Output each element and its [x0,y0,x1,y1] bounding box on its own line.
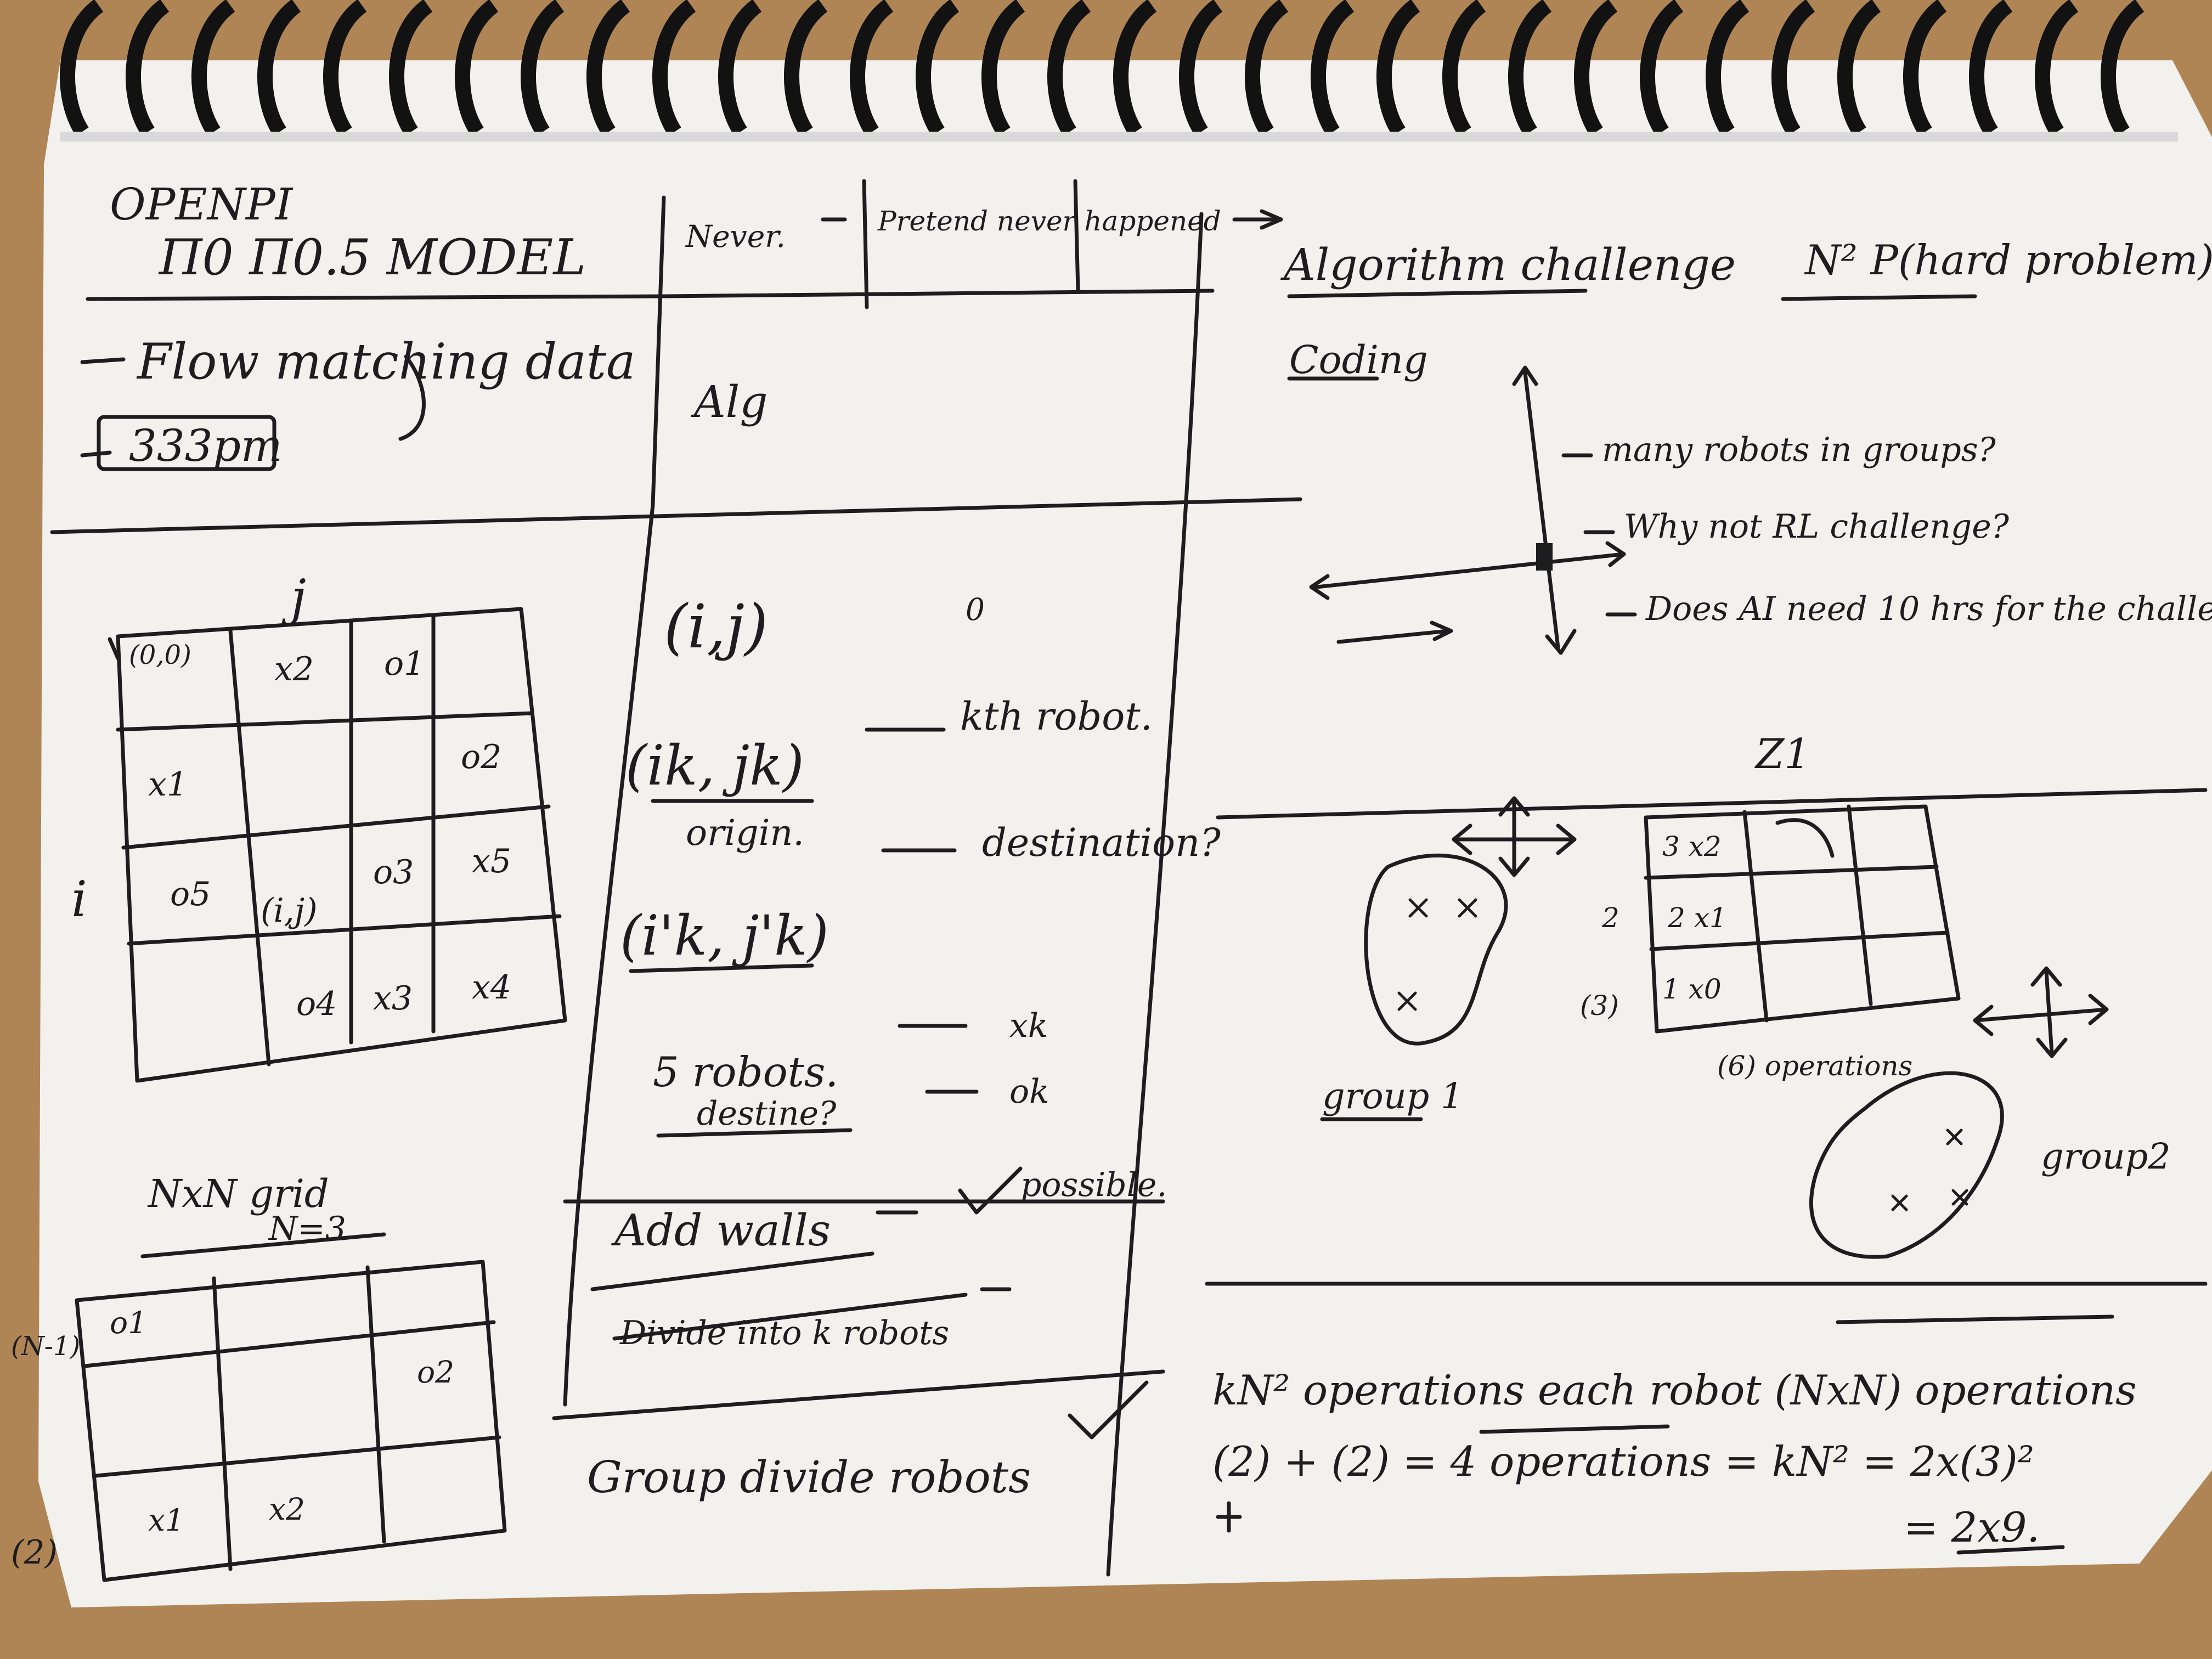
spiral-binding [60,0,2178,142]
formula-line-3: = 2x9. [1904,1503,2040,1551]
small-grid-cell-3: 1 x0 [1662,973,1722,1005]
grid-1: j i (0,0) x2 o1 x1 o2 o5 (i,j) o3 x5 o4 … [71,569,567,1083]
question-2: Why not RL challenge? [1624,507,2010,546]
add-walls-text: Add walls [611,1205,831,1256]
origin-text: origin. [686,812,804,854]
grid1-cell-origin: (0,0) [129,640,191,670]
ok-text: ok [1009,1073,1049,1111]
grid2-cell-x2: x2 [269,1492,305,1527]
divide-struck-text: Divide into k robots [619,1314,949,1352]
kth-robot-text: kth robot. [960,694,1153,739]
flow-matching-text: Flow matching data [136,333,636,391]
page-dividers [50,195,2208,1577]
grid1-cell-x2: x2 [274,650,314,689]
grid1-cell-x5: x5 [472,842,511,881]
grid-2: NxN grid N=3 (N-1) (2) o1 o2 x1 x2 [11,1171,507,1582]
formula-line-1: kN² operations each robot (NxN) operatio… [1212,1366,2137,1414]
small-grid-cell-2: 2 x1 [1667,902,1727,934]
grid2-cell-o1: o1 [110,1305,147,1340]
middle-column: Never. Pretend never happened Alg (i,j) … [587,179,1221,1503]
ikjk-prime-text: (i'k, j'k) [620,904,829,968]
z1-text: Z1 [1754,730,1810,778]
grid1-cell-o4: o4 [296,985,337,1023]
grid2-subtitle: N=3 [268,1210,346,1248]
coding-text: Coding [1289,337,1428,382]
algo-challenge-text: Algorithm challenge [1280,239,1736,290]
ikjk-text: (ik, jk) [625,733,804,798]
zero-text: 0 [966,592,985,627]
grid1-cell-o3: o3 [373,853,414,891]
formula-line-2: (2) + (2) = 4 operations = kN² = 2x(3)² [1212,1437,2034,1486]
grid2-side-top: (N-1) [11,1331,80,1362]
left-header: OPENPI Π0 Π0.5 MODEL Flow matching data … [80,179,636,471]
group2-label: group2 [2041,1136,2171,1177]
small-grid-side-3: (3) [1580,990,1619,1022]
grid1-cell-o5: o5 [170,875,211,913]
grid1-cell-x1: x1 [148,765,188,804]
title-models: Π0 Π0.5 MODEL [158,229,586,286]
grid1-row-label: i [71,871,87,928]
ij-text: (i,j) [664,591,768,662]
group1-label: group 1 [1322,1076,1463,1117]
grid2-side-bottom: (2) [11,1533,58,1572]
grid1-cell-x3: x3 [373,979,413,1018]
title-openpi: OPENPI [110,179,294,230]
destination-text: destination? [982,820,1221,865]
question-3: Does AI need 10 hrs for the challenge? [1645,590,2212,628]
robots-text: 5 robots. [653,1048,838,1096]
grid1-cell-o2: o2 [461,738,501,776]
bottom-formulas: kN² operations each robot (NxN) operatio… [1212,1314,2137,1555]
notebook-page [38,60,2212,1607]
possible-text: possible. [1020,1166,1167,1204]
operations-count: (6) operations [1717,1050,1912,1082]
small-grid-cell-1: 3 x2 [1662,831,1722,862]
destine-text: destine? [697,1094,837,1133]
question-1: many robots in groups? [1602,431,1996,469]
group-divide-text: Group divide robots [587,1452,1031,1503]
grid1-cell-x4: x4 [472,968,511,1007]
pretend-box: Pretend never happened [877,205,1221,237]
grid2-cell-x1: x1 [148,1503,184,1538]
xk-text: xk [1009,1007,1048,1045]
grid1-cell-o1: o1 [384,645,425,683]
small-grid-side-2: 2 [1601,902,1620,934]
never-text: Never. [685,219,786,254]
grid1-cell-ij: (i,j) [261,891,318,930]
grid2-cell-o2: o2 [417,1355,454,1390]
alg-text: Alg [690,376,768,427]
time-333pm: 333pm [129,420,283,471]
grid2-title: NxN grid [147,1171,329,1216]
right-column: Algorithm challenge N² P(hard problem) C… [1232,209,2212,1259]
complexity-text: N² P(hard problem) [1804,236,2212,284]
